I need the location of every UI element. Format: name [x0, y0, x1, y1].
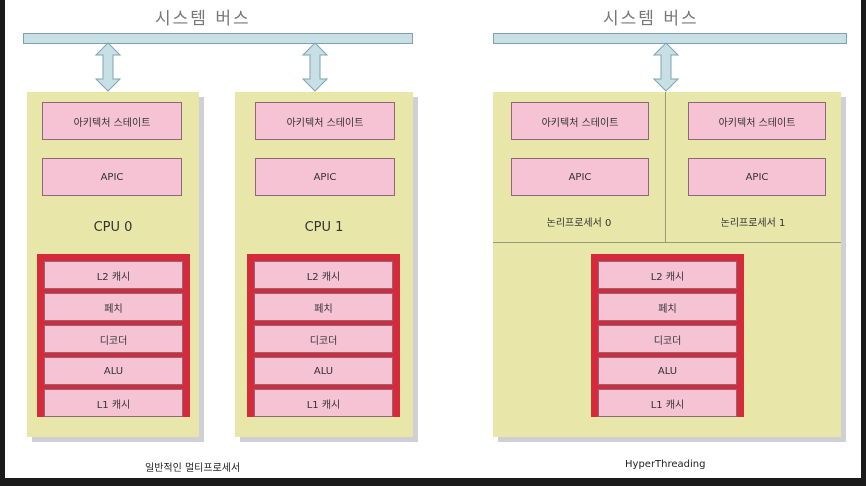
apic-box: APIC — [688, 158, 826, 196]
right-system-bus — [493, 33, 847, 44]
bus-arrow-icon — [94, 42, 122, 92]
arch-state-box: 아키텍처 스테이트 — [42, 102, 182, 140]
logical-divider — [665, 92, 666, 242]
unit-fetch: 페치 — [598, 293, 737, 321]
cpu-panel-1: 아키텍처 스테이트 APIC CPU 1 L2 캐시 페치 디코더 ALU L1… — [235, 92, 413, 437]
unit-l1-cache: L1 캐시 — [598, 389, 737, 417]
unit-l2-cache: L2 캐시 — [598, 261, 737, 289]
diagram-canvas: 시스템 버스 아키텍처 스테이트 APIC CPU 0 L2 캐시 페치 디코더… — [5, 0, 861, 478]
shared-execution-core: L2 캐시 페치 디코더 ALU L1 캐시 — [591, 254, 744, 417]
logical-processor-label: 논리프로세서 1 — [720, 218, 786, 229]
execution-core: L2 캐시 페치 디코더 ALU L1 캐시 — [37, 254, 190, 417]
logical-processor-label: 논리프로세서 0 — [546, 218, 612, 229]
unit-alu: ALU — [598, 357, 737, 385]
left-system-bus — [23, 33, 413, 44]
core-divider — [493, 242, 841, 243]
unit-l1-cache: L1 캐시 — [254, 389, 393, 417]
unit-alu: ALU — [254, 357, 393, 385]
unit-l1-cache: L1 캐시 — [44, 389, 183, 417]
arch-state-box: 아키텍처 스테이트 — [255, 102, 395, 140]
unit-decoder: 디코더 — [598, 325, 737, 353]
apic-box: APIC — [511, 158, 649, 196]
bus-arrow-icon — [652, 42, 680, 92]
bus-arrow-icon — [301, 42, 329, 92]
left-bus-title: 시스템 버스 — [155, 9, 251, 29]
apic-box: APIC — [42, 158, 182, 196]
unit-alu: ALU — [44, 357, 183, 385]
apic-box: APIC — [255, 158, 395, 196]
unit-fetch: 페치 — [44, 293, 183, 321]
arch-state-box: 아키텍처 스테이트 — [511, 102, 649, 140]
unit-l2-cache: L2 캐시 — [44, 261, 183, 289]
hyperthreading-panel: 아키텍처 스테이트 APIC 논리프로세서 0 아키텍처 스테이트 APIC 논… — [493, 92, 841, 437]
unit-fetch: 페치 — [254, 293, 393, 321]
cpu-label: CPU 0 — [93, 220, 133, 235]
unit-decoder: 디코더 — [44, 325, 183, 353]
execution-core: L2 캐시 페치 디코더 ALU L1 캐시 — [247, 254, 400, 417]
right-bus-title: 시스템 버스 — [603, 9, 699, 29]
cpu-panel-0: 아키텍처 스테이트 APIC CPU 0 L2 캐시 페치 디코더 ALU L1… — [27, 92, 199, 437]
cpu-label: CPU 1 — [304, 220, 344, 235]
unit-l2-cache: L2 캐시 — [254, 261, 393, 289]
right-caption: HyperThreading — [625, 459, 706, 470]
unit-decoder: 디코더 — [254, 325, 393, 353]
left-caption: 일반적인 멀티프로세서 — [145, 463, 241, 474]
arch-state-box: 아키텍처 스테이트 — [688, 102, 826, 140]
